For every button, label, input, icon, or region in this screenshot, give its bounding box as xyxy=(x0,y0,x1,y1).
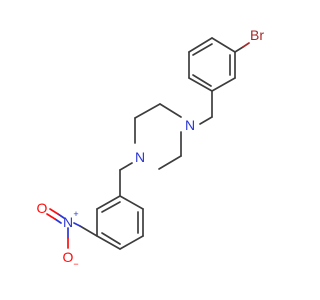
bond xyxy=(96,195,121,210)
piperazine-ring xyxy=(134,103,182,170)
bromophenyl-ring xyxy=(188,37,236,92)
nitro-oxygen-charge: − xyxy=(73,259,78,269)
bond xyxy=(96,235,121,250)
nitro-nitrogen-label: N xyxy=(63,214,73,230)
bond xyxy=(119,195,144,210)
nitro-nitrogen-charge: + xyxy=(73,209,78,219)
bond xyxy=(158,155,182,170)
bond xyxy=(134,103,161,119)
bond-double-inner xyxy=(101,201,121,213)
bond xyxy=(211,37,236,53)
bond-n-o-double xyxy=(46,213,56,220)
molecule-structure-diagram: Br N N N + O O − xyxy=(37,27,265,269)
piperazine-nitrogen-top-label: N xyxy=(185,117,195,133)
bond-n-o-double xyxy=(54,218,62,224)
nitro-oxygen-single-label: O xyxy=(63,249,74,265)
bond-c-br xyxy=(234,46,244,53)
bond xyxy=(188,77,213,92)
bond xyxy=(199,116,213,125)
bond-double-inner xyxy=(101,232,121,245)
bond xyxy=(188,37,213,53)
bond-c-n-colored xyxy=(73,222,81,227)
bond xyxy=(159,103,182,118)
bond xyxy=(119,162,133,171)
nitro-oxygen-double-label: O xyxy=(37,200,48,216)
bond xyxy=(119,235,144,250)
bond-n-o-double xyxy=(49,208,59,215)
bond xyxy=(211,77,236,92)
bromine-atom-label: Br xyxy=(250,27,264,43)
bond xyxy=(79,225,98,237)
bond-double-inner xyxy=(192,43,213,56)
bond-c-br-colored xyxy=(242,42,250,48)
nitrophenyl-ring xyxy=(96,195,144,250)
piperazine-nitrogen-bottom-label: N xyxy=(135,149,145,165)
bond-double-inner xyxy=(192,74,212,87)
bond-n-o-double xyxy=(57,213,65,219)
